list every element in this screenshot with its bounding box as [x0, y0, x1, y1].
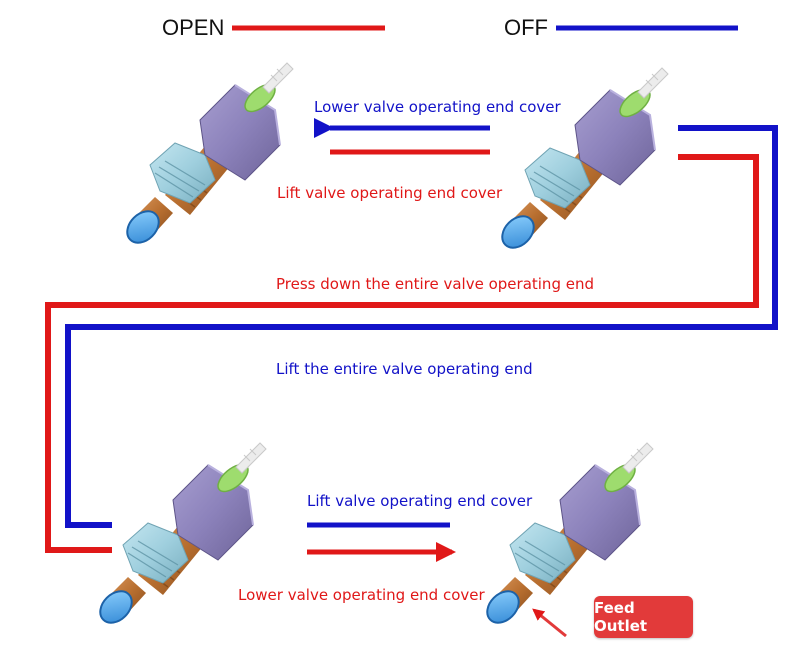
step-press-down: Press down the entire valve operating en… — [276, 275, 594, 293]
step-lift-entire: Lift the entire valve operating end — [276, 360, 533, 378]
valve-top-right — [495, 67, 669, 255]
feed-outlet-badge: Feed Outlet — [594, 596, 693, 638]
step-lift-cover-bottom: Lift valve operating end cover — [307, 492, 533, 510]
feed-outlet-pointer — [532, 608, 567, 638]
off-legend-label: OFF — [504, 15, 548, 40]
step-lift-cover-top: Lift valve operating end cover — [277, 184, 503, 202]
open-connector-path — [45, 154, 759, 553]
step-lower-cover-bottom: Lower valve operating end cover — [238, 586, 485, 604]
valve-top-left — [120, 62, 295, 250]
off-connector-path — [65, 125, 778, 528]
open-legend-label: OPEN — [162, 15, 225, 40]
step-lower-cover-top: Lower valve operating end cover — [314, 98, 561, 116]
